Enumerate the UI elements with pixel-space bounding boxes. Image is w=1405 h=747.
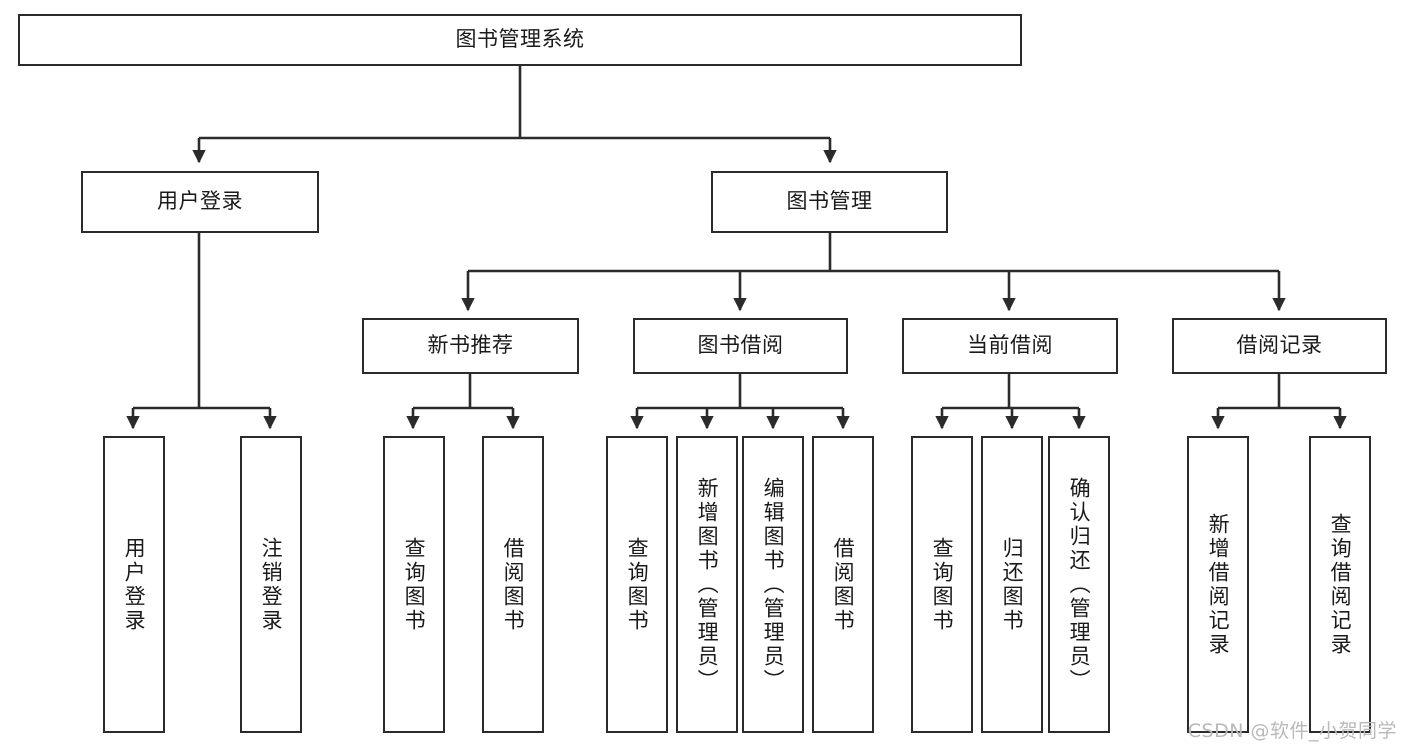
leaf-add-borrow-record[interactable]: 新增借阅记录 xyxy=(1187,436,1249,733)
leaf-query-borrow-record[interactable]: 查询借阅记录 xyxy=(1309,436,1371,733)
node-root[interactable]: 图书管理系统 xyxy=(18,14,1022,66)
leaf-query-books-current[interactable]: 查询图书 xyxy=(911,436,973,733)
leaf-return-books[interactable]: 归还图书 xyxy=(981,436,1043,733)
leaf-edit-book-admin[interactable]: 编辑图书（管理员） xyxy=(742,436,804,733)
leaf-query-books-borrow[interactable]: 查询图书 xyxy=(606,436,668,733)
node-user-login[interactable]: 用户登录 xyxy=(81,171,319,233)
leaf-user-login[interactable]: 用户登录 xyxy=(103,436,165,733)
leaf-add-book-admin[interactable]: 新增图书（管理员） xyxy=(676,436,738,733)
node-borrow-records[interactable]: 借阅记录 xyxy=(1172,318,1387,374)
watermark: CSDN @软件_小贺同学 xyxy=(1187,720,1397,742)
leaf-borrow-books-recommend[interactable]: 借阅图书 xyxy=(482,436,544,733)
leaf-confirm-return-admin[interactable]: 确认归还（管理员） xyxy=(1048,436,1110,733)
node-book-management[interactable]: 图书管理 xyxy=(711,171,948,233)
leaf-logout[interactable]: 注销登录 xyxy=(240,436,302,733)
node-current-borrow[interactable]: 当前借阅 xyxy=(902,318,1118,374)
leaf-query-books-recommend[interactable]: 查询图书 xyxy=(383,436,445,733)
node-book-borrow[interactable]: 图书借阅 xyxy=(633,318,848,374)
node-new-book-recommend[interactable]: 新书推荐 xyxy=(362,318,579,374)
leaf-borrow-books[interactable]: 借阅图书 xyxy=(812,436,874,733)
